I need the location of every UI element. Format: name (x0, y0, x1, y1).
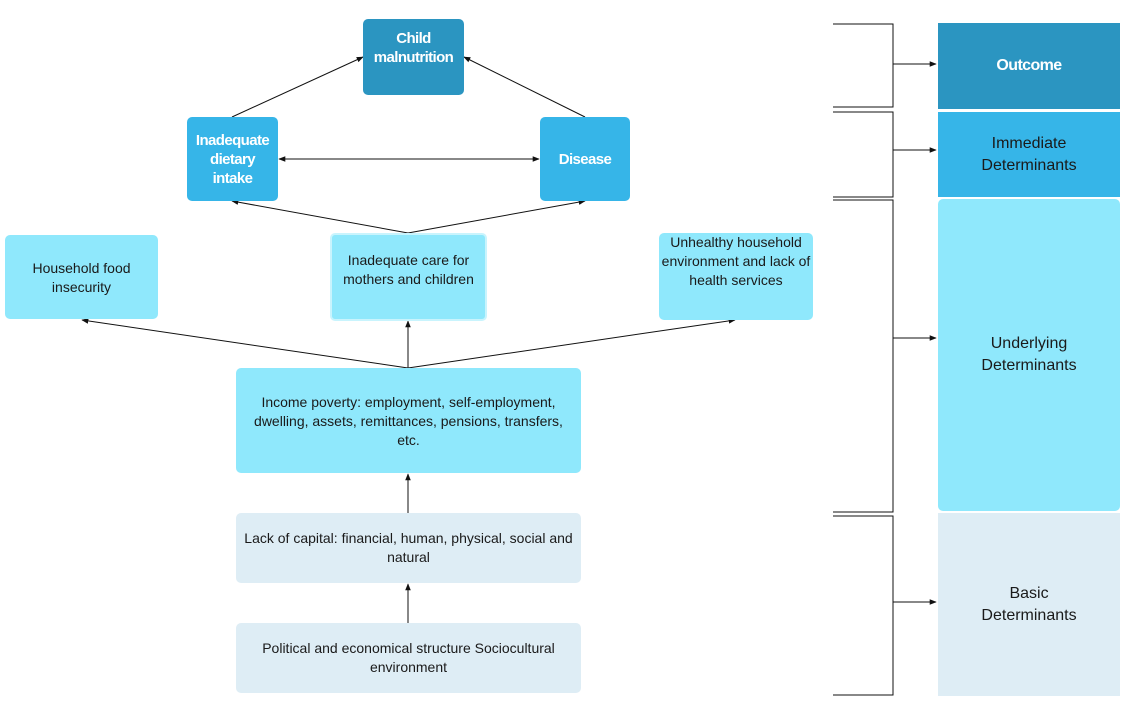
level-immediate-label: Immediate Determinants (981, 134, 1077, 174)
node-household-food-insecurity: Household food insecurity (5, 235, 158, 319)
node-inadequate-dietary-intake: Inadequate dietary intake (187, 117, 278, 201)
node-political-structure-label: Political and economical structure Socio… (262, 640, 555, 675)
arrow-intake-to-malnutrition (231, 56, 364, 118)
arrow-care-to-intake (231, 199, 409, 234)
node-income-poverty-label: Income poverty: employment, self-employm… (254, 394, 563, 448)
bracket-immediate (833, 111, 894, 198)
arrow-disease-to-malnutrition (463, 56, 586, 118)
level-outcome-label: Outcome (996, 57, 1062, 74)
bracket-outcome (833, 23, 894, 108)
level-immediate: Immediate Determinants (938, 112, 1120, 197)
node-household-food-insecurity-label: Household food insecurity (32, 260, 131, 295)
node-disease-label: Disease (558, 150, 612, 168)
node-child-malnutrition: Child malnutrition (363, 19, 464, 95)
node-inadequate-care: Inadequate care for mothers and children (330, 233, 487, 321)
level-basic: Basic Determinants (938, 513, 1120, 696)
node-political-structure: Political and economical structure Socio… (236, 623, 581, 693)
node-lack-of-capital: Lack of capital: financial, human, physi… (236, 513, 581, 583)
node-inadequate-dietary-intake-label: Inadequate dietary intake (195, 131, 270, 187)
arrow-income-to-food (81, 318, 409, 369)
node-lack-of-capital-label: Lack of capital: financial, human, physi… (244, 530, 573, 565)
bracket-underlying (833, 199, 894, 513)
node-disease: Disease (540, 117, 630, 201)
node-unhealthy-environment: Unhealthy household environment and lack… (659, 233, 813, 320)
level-underlying: Underlying Determinants (938, 199, 1120, 511)
arrow-income-to-environment (407, 318, 736, 369)
node-unhealthy-environment-label: Unhealthy household environment and lack… (661, 234, 811, 288)
node-income-poverty: Income poverty: employment, self-employm… (236, 368, 581, 473)
level-outcome: Outcome (938, 23, 1120, 109)
node-child-malnutrition-label: Child malnutrition (373, 30, 454, 66)
level-basic-label: Basic Determinants (981, 584, 1077, 624)
bracket-basic (833, 515, 894, 696)
node-inadequate-care-label: Inadequate care for mothers and children (343, 252, 474, 287)
level-underlying-label: Underlying Determinants (981, 335, 1077, 374)
arrow-care-to-disease (407, 199, 586, 234)
